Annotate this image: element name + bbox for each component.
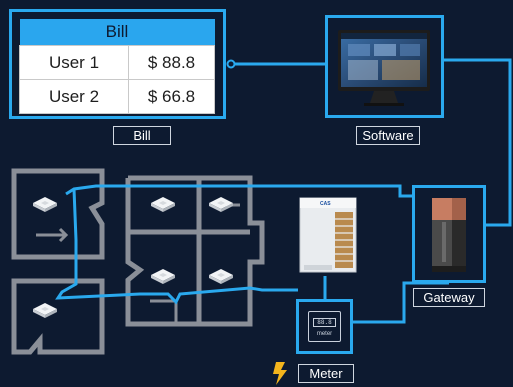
gateway-caption: Gateway xyxy=(413,288,485,307)
meter-device-label: meter xyxy=(316,331,333,337)
ceiling-cassette-icon xyxy=(33,197,57,212)
floor-plan xyxy=(11,168,265,355)
bill-panel: Bill User 1 $ 88.8 User 2 $ 66.8 xyxy=(9,9,226,119)
gateway-device-icon xyxy=(432,198,466,272)
ceiling-cassette-icon xyxy=(151,269,175,284)
meter-device-icon: 88.8 meter xyxy=(308,311,341,342)
software-panel xyxy=(325,15,444,118)
bill-table-header: Bill xyxy=(19,19,215,46)
software-caption: Software xyxy=(356,126,420,145)
ceiling-cassette-icon xyxy=(151,197,175,212)
monitor-icon xyxy=(338,30,430,106)
table-row: User 1 $ 88.8 xyxy=(19,45,215,80)
connection-lines xyxy=(55,58,512,324)
ceiling-cassette-icon xyxy=(209,269,233,284)
ceiling-cassette-icon xyxy=(209,197,233,212)
meter-panel: 88.8 meter xyxy=(296,299,353,354)
lightning-icon xyxy=(273,362,287,385)
bill-user-cell: User 2 xyxy=(19,79,129,114)
table-row: User 2 $ 66.8 xyxy=(19,79,215,114)
outdoor-unit-badge: CAS xyxy=(320,201,331,207)
bill-caption: Bill xyxy=(113,126,171,145)
bill-amount-cell: $ 66.8 xyxy=(128,79,215,114)
outdoor-unit-icon: CAS xyxy=(299,197,357,273)
meter-caption: Meter xyxy=(298,364,354,383)
connector-dot xyxy=(226,59,236,69)
ceiling-cassette-icon xyxy=(33,303,57,318)
bill-user-cell: User 1 xyxy=(19,45,129,80)
gateway-panel xyxy=(412,185,486,283)
bill-table: Bill User 1 $ 88.8 User 2 $ 66.8 xyxy=(19,19,215,114)
bill-amount-cell: $ 88.8 xyxy=(128,45,215,80)
meter-display: 88.8 xyxy=(313,318,336,327)
